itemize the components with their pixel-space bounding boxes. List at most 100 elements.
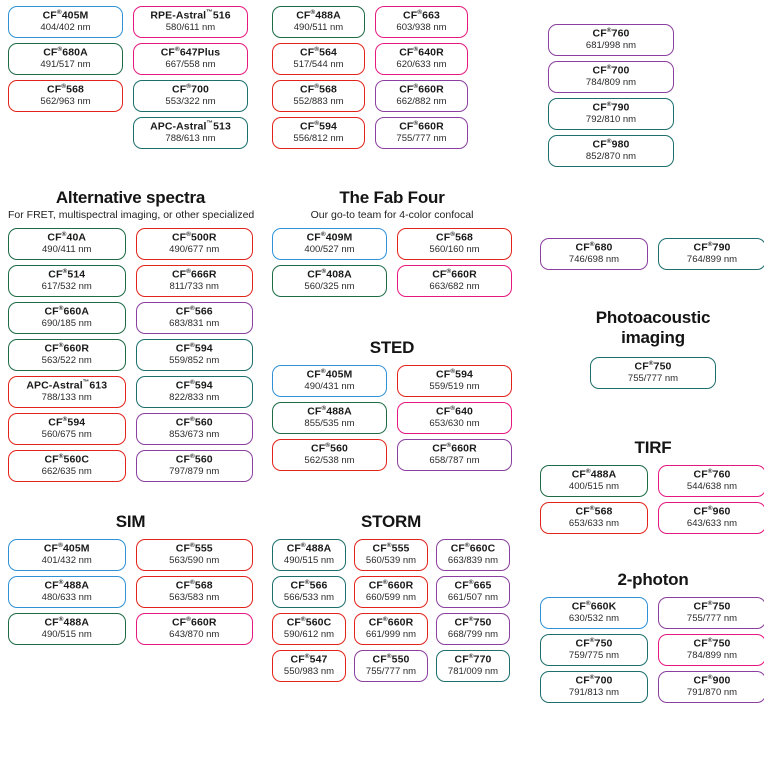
trademark-mark: ® <box>446 442 452 450</box>
dye-spectra: 562/538 nm <box>304 454 355 466</box>
dye-name: CF®750 <box>634 360 672 373</box>
dye-name: CF®660R <box>432 268 477 281</box>
trademark-mark: ® <box>310 9 316 17</box>
dye-name: CF®666R <box>171 268 217 281</box>
trademark-mark: ® <box>606 138 612 146</box>
dye-spectra: 556/812 nm <box>293 132 344 144</box>
dye-spectra: 661/999 nm <box>365 628 417 640</box>
trademark-mark: ® <box>606 101 612 109</box>
dye-name: CF®660R <box>368 579 414 592</box>
trademark-mark: ® <box>320 368 326 376</box>
dye-name: CF®594 <box>175 379 213 392</box>
dye-name: CF®488A <box>44 616 90 629</box>
trademark-mark: ® <box>468 616 474 624</box>
trademark-mark: ® <box>57 46 63 54</box>
dye-name: CF®680A <box>43 46 88 59</box>
dye-spectra: 617/532 nm <box>41 280 92 292</box>
trademark-mark: ® <box>62 416 68 424</box>
trademark-mark: ® <box>189 579 195 587</box>
dye-name: CF®660R <box>171 616 217 629</box>
trademark-mark: ® <box>325 442 331 450</box>
